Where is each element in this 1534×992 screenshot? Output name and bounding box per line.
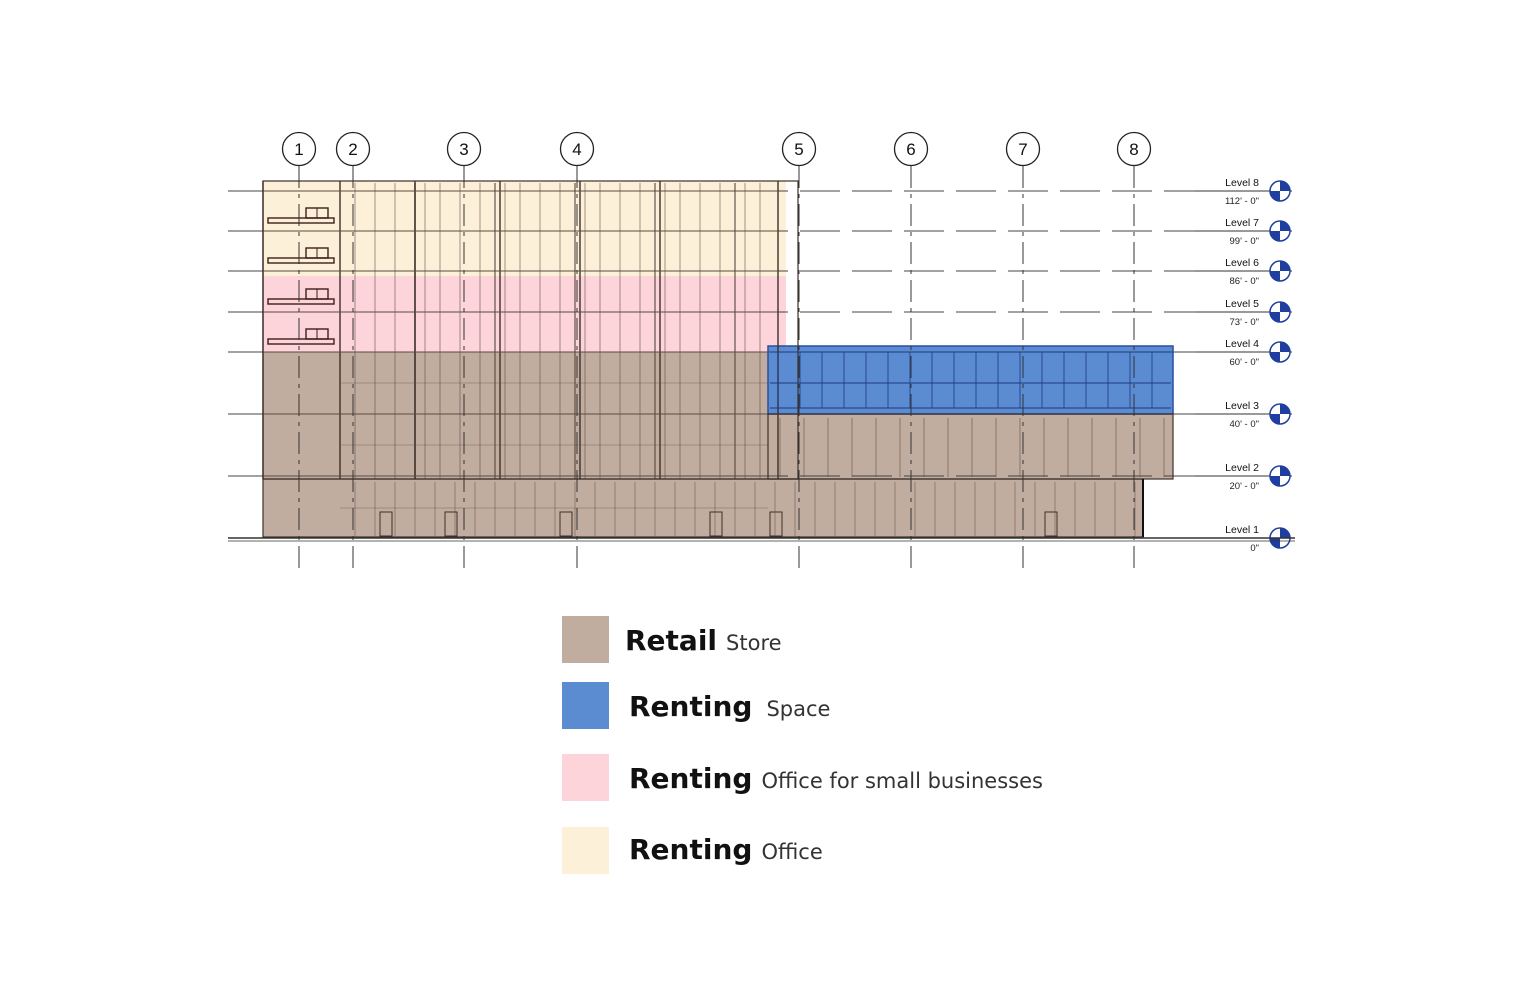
legend-description: Office for small businesses — [761, 769, 1043, 793]
level-name: Level 1 — [1225, 524, 1259, 536]
grid-bubble-label: 3 — [459, 140, 468, 159]
level-marker-quadrant — [1270, 271, 1280, 281]
level-elevation: 60' - 0" — [1230, 357, 1259, 368]
level-marker-quadrant — [1270, 312, 1280, 322]
level-name: Level 6 — [1225, 257, 1259, 269]
grid-bubble-label: 2 — [348, 140, 357, 159]
grid-bubble-circle — [781, 131, 817, 167]
grid-lines — [298, 166, 1135, 570]
level-marker-quadrant — [1280, 342, 1290, 352]
level-elevation: 20' - 0" — [1230, 481, 1259, 492]
legend-label: Renting Space — [629, 690, 830, 723]
legend-description: Space — [766, 697, 831, 721]
balcony-rail — [267, 257, 335, 264]
balcony-rail — [267, 217, 335, 224]
level-marker-quadrant — [1270, 191, 1280, 201]
legend-swatch — [562, 682, 609, 729]
grid-bubble-label: 6 — [906, 140, 915, 159]
grid-bubble-circle — [1116, 131, 1152, 167]
door — [559, 511, 573, 537]
level-marker-quadrant — [1280, 404, 1290, 414]
level-marker-quadrant — [1280, 261, 1290, 271]
legend-title: Retail — [625, 624, 718, 657]
level-marker-quadrant — [1280, 181, 1290, 191]
grid-bubble-label: 1 — [294, 140, 303, 159]
legend-label: Retail Store — [625, 624, 782, 657]
legend-title: Renting — [629, 833, 753, 866]
grid-bubbles: 1 2 3 4 5 6 7 8 — [281, 131, 1152, 167]
building-elevation-drawing: 1 2 3 4 5 6 7 8 Level 8 112' - 0" Level 7 99' - 0"… — [228, 131, 1295, 570]
legend-description: Office — [761, 840, 823, 864]
grid-bubble-circle — [281, 131, 317, 167]
level-elevation: 40' - 0" — [1230, 419, 1259, 430]
program-zones — [263, 181, 1174, 537]
balcony-rail — [267, 338, 335, 345]
legend-title: Renting — [629, 690, 753, 723]
level-elevation: 0" — [1250, 543, 1259, 554]
level-name: Level 7 — [1225, 217, 1259, 229]
level-elevation: 73' - 0" — [1230, 317, 1259, 328]
legend-swatch — [562, 754, 609, 801]
level-elevation: 99' - 0" — [1230, 236, 1259, 247]
level-marker-quadrant — [1280, 528, 1290, 538]
balcony-rail — [267, 298, 335, 305]
facade-mullions — [262, 180, 1174, 538]
level-name: Level 8 — [1225, 177, 1259, 189]
level-marker-quadrant — [1270, 352, 1280, 362]
zone-renting-small-office — [263, 276, 786, 352]
grid-bubble-circle — [1005, 131, 1041, 167]
zone-retail-tower — [263, 352, 768, 479]
level-name: Level 2 — [1225, 462, 1259, 474]
level-name: Level 5 — [1225, 298, 1259, 310]
legend-swatch — [562, 616, 609, 663]
legend-description: Store — [726, 631, 782, 655]
grid-bubble-circle — [893, 131, 929, 167]
balconies — [267, 207, 335, 345]
level-marker-quadrant — [1270, 538, 1280, 548]
legend-label: Renting Office — [629, 833, 823, 866]
grid-bubble-circle — [559, 131, 595, 167]
legend-title: Renting — [629, 762, 753, 795]
level-elevation: 86' - 0" — [1230, 276, 1259, 287]
level-name: Level 4 — [1225, 338, 1259, 350]
grid-bubble-circle — [335, 131, 371, 167]
grid-bubble-label: 8 — [1129, 140, 1138, 159]
level-markers: Level 8 112' - 0" Level 7 99' - 0" Level 6 86… — [1195, 177, 1292, 554]
door — [444, 511, 458, 537]
grid-bubble-circle — [446, 131, 482, 167]
door — [709, 511, 723, 537]
grid-bubble-label: 7 — [1018, 140, 1027, 159]
level-marker-quadrant — [1270, 231, 1280, 241]
zone-renting-office — [263, 181, 786, 276]
door — [1044, 511, 1058, 537]
door — [769, 511, 783, 537]
level-marker-quadrant — [1280, 302, 1290, 312]
level-marker-quadrant — [1270, 476, 1280, 486]
legend-swatch — [562, 827, 609, 874]
legend-label: Renting Office for small businesses — [629, 762, 1043, 795]
zone-renting-space — [767, 345, 1174, 415]
door — [379, 511, 393, 537]
level-marker-quadrant — [1280, 221, 1290, 231]
level-marker-quadrant — [1280, 466, 1290, 476]
level-elevation: 112' - 0" — [1225, 196, 1259, 207]
zone-retail-annex — [768, 414, 1173, 479]
level-marker-quadrant — [1270, 414, 1280, 424]
level-name: Level 3 — [1225, 400, 1259, 412]
grid-bubble-label: 4 — [572, 140, 581, 159]
grid-bubble-label: 5 — [794, 140, 803, 159]
